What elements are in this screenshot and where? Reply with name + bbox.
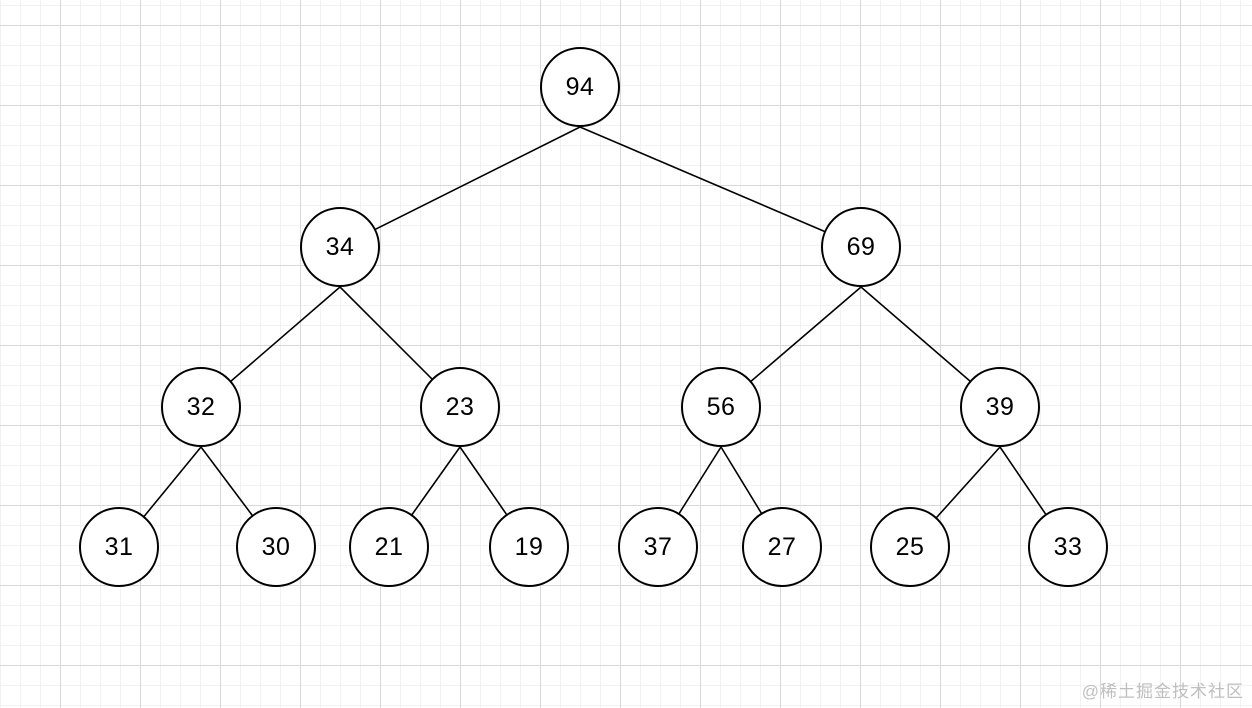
tree-node-value: 27 xyxy=(767,532,797,561)
tree-node-value: 34 xyxy=(325,232,355,261)
tree-node-31: 31 xyxy=(79,507,159,587)
tree-node-value: 21 xyxy=(374,532,404,561)
tree-node-30: 30 xyxy=(236,507,316,587)
tree-node-94: 94 xyxy=(540,47,620,127)
tree-node-56: 56 xyxy=(681,367,761,447)
tree-node-69: 69 xyxy=(821,207,901,287)
tree-node-value: 30 xyxy=(261,532,291,561)
tree-node-23: 23 xyxy=(420,367,500,447)
tree-node-value: 56 xyxy=(706,392,736,421)
tree-node-19: 19 xyxy=(489,507,569,587)
tree-node-25: 25 xyxy=(870,507,950,587)
tree-node-value: 94 xyxy=(565,72,595,101)
tree-node-32: 32 xyxy=(161,367,241,447)
tree-node-37: 37 xyxy=(618,507,698,587)
tree-node-value: 19 xyxy=(514,532,544,561)
tree-node-21: 21 xyxy=(349,507,429,587)
tree-edge xyxy=(339,126,581,248)
tree-node-27: 27 xyxy=(742,507,822,587)
tree-node-value: 32 xyxy=(186,392,216,421)
watermark: @稀土掘金技术社区 xyxy=(1081,682,1244,701)
tree-node-value: 25 xyxy=(895,532,925,561)
tree-node-39: 39 xyxy=(960,367,1040,447)
tree-edge xyxy=(579,126,862,248)
tree-node-value: 37 xyxy=(643,532,673,561)
tree-node-value: 31 xyxy=(104,532,134,561)
tree-node-value: 23 xyxy=(445,392,475,421)
tree-node-value: 33 xyxy=(1053,532,1083,561)
tree-node-34: 34 xyxy=(300,207,380,287)
tree-node-value: 69 xyxy=(846,232,876,261)
tree-node-value: 39 xyxy=(985,392,1015,421)
tree-node-33: 33 xyxy=(1028,507,1108,587)
